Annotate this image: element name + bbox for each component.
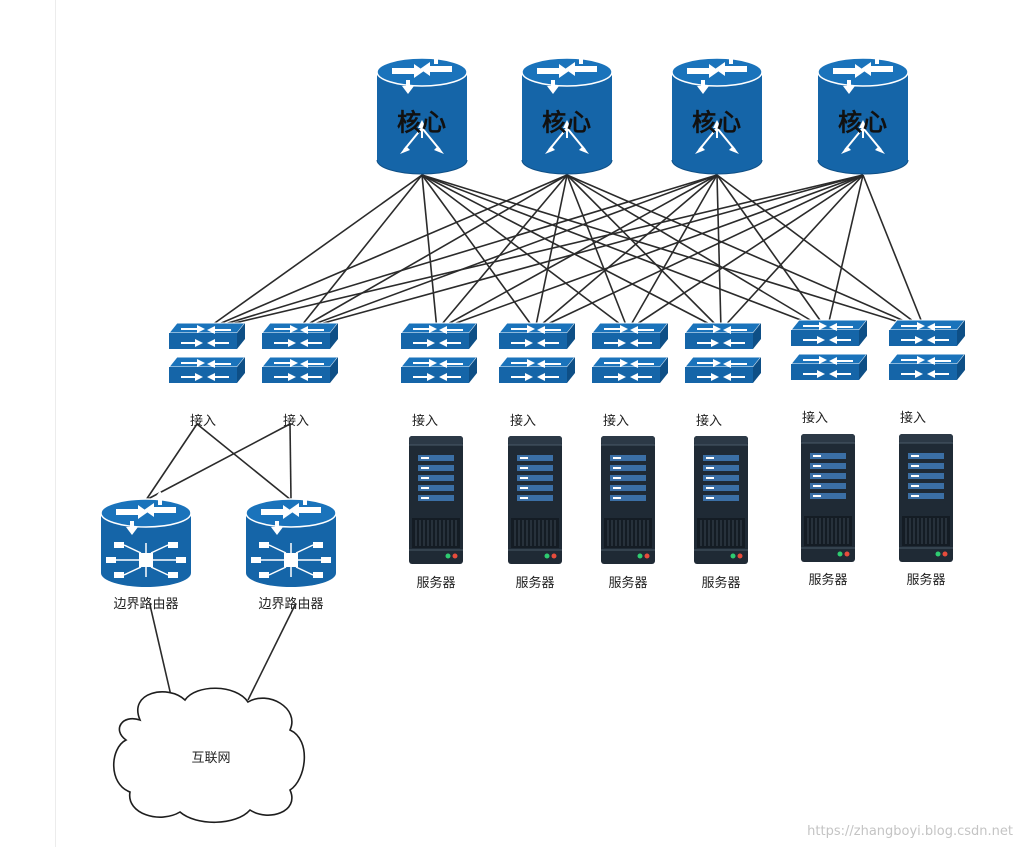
core-router-label: 核心 xyxy=(397,108,447,137)
link-access-2-border-2 xyxy=(289,423,292,501)
server-label: 服务器 xyxy=(416,576,456,591)
link-core-2-access-1 xyxy=(204,174,568,331)
switch-stack-icon xyxy=(685,323,761,383)
server-rack-icon xyxy=(408,435,464,565)
link-core-3-access-3 xyxy=(436,174,718,331)
link-core-3-access-1 xyxy=(204,174,718,331)
server-rack-icon xyxy=(507,435,563,565)
link-core-4-access-8 xyxy=(862,174,926,331)
link-core-4-access-3 xyxy=(436,174,864,331)
link-core-1-access-7 xyxy=(421,174,828,331)
link-core-2-access-7 xyxy=(566,174,828,331)
link-core-4-access-5 xyxy=(627,174,864,331)
link-core-1-access-6 xyxy=(421,174,722,331)
link-core-3-access-6 xyxy=(716,174,722,331)
link-core-2-access-3 xyxy=(436,174,568,331)
link-core-4-access-2 xyxy=(297,174,864,331)
links-layer xyxy=(145,174,926,701)
core-router-label: 核心 xyxy=(542,108,592,137)
access-switch-label: 接入 xyxy=(801,411,829,426)
border-router-label: 边界路由器 xyxy=(113,597,179,612)
link-core-1-access-2 xyxy=(297,174,423,331)
diagram-frame xyxy=(55,0,1023,847)
access-switch-label: 接入 xyxy=(411,414,439,429)
border-router-icon xyxy=(100,490,192,588)
access-switch-label: 接入 xyxy=(695,414,723,429)
border-router-icon xyxy=(245,490,337,588)
switch-stack-icon xyxy=(401,323,477,383)
switch-stack-icon xyxy=(791,320,867,380)
link-core-3-access-4 xyxy=(534,174,718,331)
link-core-2-access-6 xyxy=(566,174,722,331)
link-access-2-border-1 xyxy=(145,423,291,501)
server-label: 服务器 xyxy=(906,573,946,588)
access-switch-label: 接入 xyxy=(509,414,537,429)
watermark: https://zhangboyi.blog.csdn.net xyxy=(807,824,1013,839)
link-core-2-access-4 xyxy=(534,174,568,331)
link-core-1-access-1 xyxy=(204,174,423,331)
link-core-3-access-2 xyxy=(297,174,718,331)
switch-stack-icon xyxy=(262,323,338,383)
switch-stack-icon xyxy=(169,323,245,383)
link-core-3-access-5 xyxy=(627,174,718,331)
access-switch-label: 接入 xyxy=(602,414,630,429)
internet-label: 互联网 xyxy=(191,751,231,766)
link-core-4-access-7 xyxy=(826,174,864,331)
server-rack-icon xyxy=(693,435,749,565)
cloud-icon xyxy=(113,687,306,824)
link-core-4-access-4 xyxy=(534,174,864,331)
core-router-label: 核心 xyxy=(692,108,742,137)
switch-stack-icon xyxy=(592,323,668,383)
access-switch-label: 接入 xyxy=(189,414,217,429)
link-border-1-internet xyxy=(149,604,173,701)
core-router-label: 核心 xyxy=(838,108,888,137)
server-label: 服务器 xyxy=(515,576,555,591)
link-border-2-internet xyxy=(247,604,296,701)
server-label: 服务器 xyxy=(701,576,741,591)
link-core-1-access-5 xyxy=(421,174,629,331)
link-core-4-access-6 xyxy=(720,174,864,331)
switch-stack-icon xyxy=(499,323,575,383)
server-label: 服务器 xyxy=(808,573,848,588)
link-access-1-border-2 xyxy=(196,423,292,501)
link-access-1-border-1 xyxy=(145,423,198,501)
link-core-4-access-1 xyxy=(204,174,864,331)
link-core-2-access-5 xyxy=(566,174,629,331)
link-core-1-access-4 xyxy=(421,174,536,331)
switch-stack-icon xyxy=(889,320,965,380)
server-rack-icon xyxy=(800,433,856,563)
access-switch-label: 接入 xyxy=(282,414,310,429)
link-core-2-access-2 xyxy=(297,174,568,331)
server-rack-icon xyxy=(898,433,954,563)
link-core-3-access-7 xyxy=(716,174,828,331)
devices-layer xyxy=(100,49,965,824)
server-rack-icon xyxy=(600,435,656,565)
server-label: 服务器 xyxy=(608,576,648,591)
border-router-label: 边界路由器 xyxy=(258,597,324,612)
link-core-1-access-3 xyxy=(421,174,438,331)
access-switch-label: 接入 xyxy=(899,411,927,426)
